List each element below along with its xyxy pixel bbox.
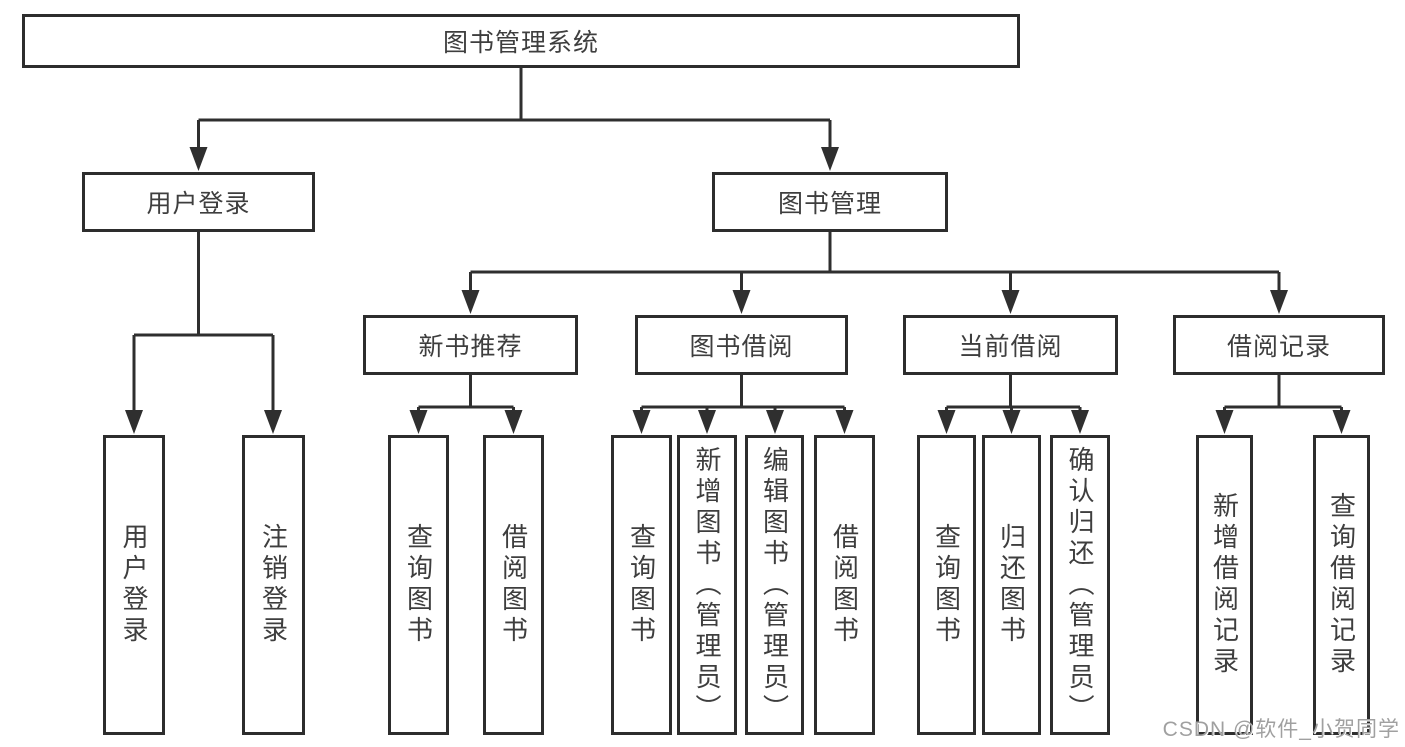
leaf-br-query-record: 查询借阅记录 [1313,435,1370,735]
leaf-rec-borrow-books: 借阅图书 [483,435,544,735]
arrowhead-icon [1215,410,1234,434]
arrowhead-icon [1001,290,1020,314]
arrowhead-icon [189,147,208,171]
node-current-borrowing: 当前借阅 [903,315,1118,375]
connector-book-borrowing-children [632,375,854,434]
node-borrow-records-label: 借阅记录 [1226,333,1331,361]
connector-user-login-children [125,232,282,434]
arrowhead-icon [732,290,751,314]
csdn-watermark: CSDN @软件_小贺同学 [1162,718,1400,741]
leaf-cb-return-books: 归还图书 [982,435,1041,735]
leaf-bb-query-books-label: 查询图书 [626,523,657,647]
arrowhead-icon [698,410,716,434]
arrowhead-icon [504,410,523,434]
node-book-borrowing-label: 图书借阅 [689,333,794,361]
arrowhead-icon [937,410,956,434]
arrowhead-icon [409,410,428,434]
node-borrow-records: 借阅记录 [1173,315,1385,375]
leaf-rec-borrow-books-label: 借阅图书 [498,523,529,647]
node-user-login-label: 用户登录 [146,190,251,218]
node-new-book-recommend: 新书推荐 [363,315,578,375]
arrowhead-icon [1270,290,1288,314]
leaf-br-query-record-label: 查询借阅记录 [1326,492,1357,678]
connector-line [1223,375,1343,412]
leaf-bb-edit-books-admin: 编辑图书（管理员） [745,435,804,735]
leaf-logout-login-label: 注销登录 [258,523,289,647]
arrowhead-icon [766,410,784,434]
leaf-bb-add-books-admin-label: 新增图书（管理员） [692,445,722,725]
connector-current-borrowing-children [937,375,1089,434]
connector-line [132,232,275,412]
leaf-rec-query-books-label: 查询图书 [403,523,434,647]
leaf-bb-borrow-books-label: 借阅图书 [829,523,860,647]
connector-book-management-children [461,232,1288,314]
connector-line [945,375,1082,412]
arrowhead-icon [461,290,480,314]
leaf-bb-edit-books-admin-label: 编辑图书（管理员） [759,445,790,725]
connector-line [417,375,515,412]
leaf-cb-query-books-label: 查询图书 [931,523,962,647]
node-user-login: 用户登录 [82,172,315,232]
leaf-br-add-record: 新增借阅记录 [1196,435,1253,735]
connector-line [197,68,832,150]
arrowhead-icon [821,147,839,171]
connector-borrow-records-children [1215,375,1351,434]
arrowhead-icon [632,410,651,434]
node-new-book-recommend-label: 新书推荐 [418,333,523,361]
leaf-br-add-record-label: 新增借阅记录 [1209,492,1240,678]
arrowhead-icon [125,410,143,434]
node-book-management-label: 图书管理 [777,190,882,218]
connector-new-book-recommend-children [409,375,523,434]
leaf-rec-query-books: 查询图书 [388,435,449,735]
leaf-bb-add-books-admin: 新增图书（管理员） [677,435,737,735]
arrowhead-icon [1332,410,1351,434]
leaf-bb-query-books: 查询图书 [611,435,672,735]
leaf-user-login: 用户登录 [103,435,165,735]
leaf-logout-login: 注销登录 [242,435,305,735]
leaf-cb-confirm-return-admin-label: 确认归还（管理员） [1065,445,1095,725]
node-current-borrowing-label: 当前借阅 [958,333,1063,361]
node-root: 图书管理系统 [22,14,1020,68]
leaf-user-login-label: 用户登录 [119,523,149,647]
node-book-management: 图书管理 [712,172,948,232]
leaf-cb-confirm-return-admin: 确认归还（管理员） [1050,435,1110,735]
arrowhead-icon [1071,410,1089,434]
connector-line [640,375,846,412]
connector-root-children [189,68,839,171]
node-root-label: 图书管理系统 [442,29,599,57]
connector-line [469,232,1281,292]
leaf-cb-return-books-label: 归还图书 [996,523,1027,647]
arrowhead-icon [835,410,854,434]
arrowhead-icon [1002,410,1021,434]
leaf-cb-query-books: 查询图书 [917,435,976,735]
arrowhead-icon [264,410,282,434]
node-book-borrowing: 图书借阅 [635,315,848,375]
leaf-bb-borrow-books: 借阅图书 [814,435,875,735]
